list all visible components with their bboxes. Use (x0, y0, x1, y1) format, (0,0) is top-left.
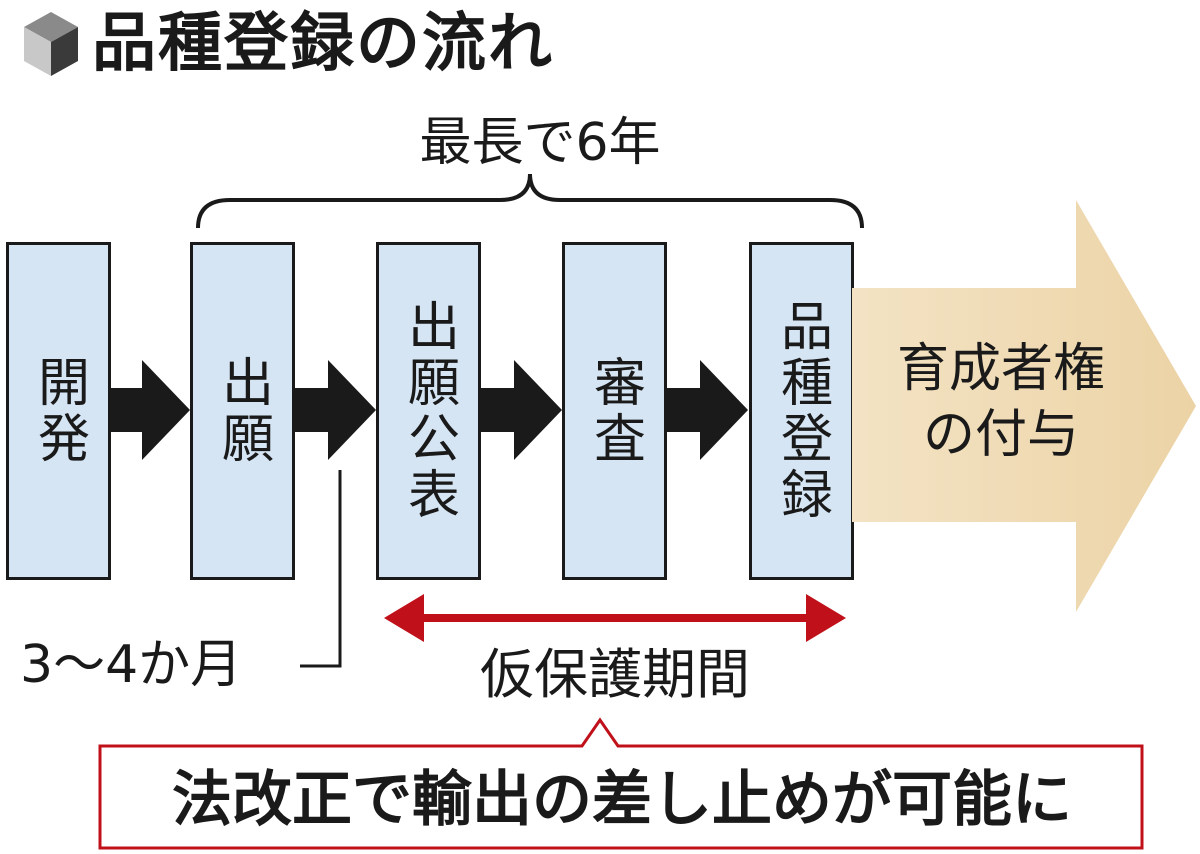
cube-icon (24, 12, 78, 76)
provisional-period-label: 仮保護期間 (480, 643, 750, 706)
step-box-registration: 品種登録 (749, 242, 854, 580)
page-title: 品種登録の流れ (92, 7, 554, 81)
result-label: 育成者権 の付与 (896, 339, 1105, 465)
step-label: 出願公表 (398, 299, 459, 523)
step-box-application: 出願 (190, 242, 295, 580)
step-label: 審査 (584, 355, 645, 467)
callout-box (98, 717, 1144, 850)
arrow-1 (108, 360, 190, 460)
step-box-development: 開発 (6, 242, 111, 580)
arrow-2 (293, 360, 376, 460)
step-label: 出願 (212, 355, 273, 467)
months-label: 3〜4か月 (20, 635, 243, 695)
step-box-publication: 出願公表 (376, 242, 481, 580)
step-label: 開発 (28, 355, 89, 467)
step-box-examination: 審査 (562, 242, 667, 580)
curly-bracket (196, 173, 864, 229)
step-label: 品種登録 (771, 299, 832, 523)
callout-text: 法改正で輸出の差し止めが可能に (172, 765, 1072, 835)
result-arrow (852, 200, 1196, 612)
bracket-label: 最長で6年 (419, 113, 661, 173)
arrow-3 (479, 360, 562, 460)
arrow-4 (665, 360, 748, 460)
double-arrow (384, 594, 846, 642)
